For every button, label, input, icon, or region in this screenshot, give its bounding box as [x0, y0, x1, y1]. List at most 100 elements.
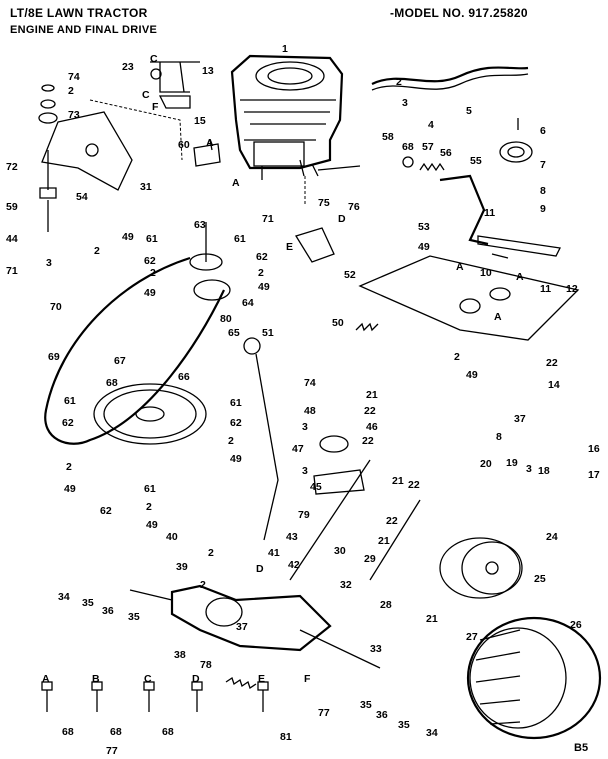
- callout-c2i: 2: [200, 579, 206, 591]
- engine-pulley-63[interactable]: [189, 222, 231, 301]
- idler-pulley-7[interactable]: [499, 118, 533, 163]
- letter-bF: F: [304, 673, 311, 685]
- callout-c35c: 35: [360, 699, 372, 711]
- muffler-chain-5[interactable]: [371, 66, 529, 85]
- callout-c54: 54: [76, 191, 88, 203]
- letter-bB: B: [92, 673, 100, 685]
- rod-43[interactable]: [289, 459, 371, 581]
- callout-c2b: 2: [94, 245, 100, 257]
- callout-c56: 56: [440, 147, 452, 159]
- bracket-52[interactable]: [295, 227, 335, 263]
- spring-56[interactable]: [419, 162, 445, 172]
- plate-hole: [85, 143, 99, 157]
- callout-c71a: 71: [6, 265, 18, 277]
- callout-c62e: 62: [100, 505, 112, 517]
- letter-lF1: F: [152, 101, 159, 113]
- spring-78[interactable]: [225, 676, 257, 690]
- spring-50[interactable]: [355, 322, 379, 332]
- callout-c19: 19: [506, 457, 518, 469]
- callout-c8b: 8: [496, 431, 502, 443]
- bracket-60[interactable]: [193, 139, 221, 167]
- callout-c12: 12: [566, 283, 578, 295]
- rod-knob: [255, 353, 279, 541]
- callout-c68e: 68: [162, 726, 174, 738]
- callout-c45: 45: [310, 481, 322, 493]
- callout-c2c: 2: [150, 267, 156, 279]
- bolt-row[interactable]: [41, 681, 269, 712]
- callout-c49h: 49: [146, 519, 158, 531]
- tire-26[interactable]: [466, 616, 602, 740]
- bolt-75[interactable]: [311, 163, 361, 177]
- spacer-stack[interactable]: [38, 84, 58, 232]
- callout-c28: 28: [380, 599, 392, 611]
- callout-c21c: 21: [378, 535, 390, 547]
- callout-c49d: 49: [418, 241, 430, 253]
- callout-c80: 80: [220, 313, 232, 325]
- callout-c74b: 74: [304, 377, 316, 389]
- callout-c52: 52: [344, 269, 356, 281]
- muffler-chain-5-b: [371, 73, 529, 91]
- shift-rod-55[interactable]: [439, 174, 489, 246]
- callout-c37a: 37: [236, 621, 248, 633]
- letter-bE: E: [258, 673, 265, 685]
- callout-c65: 65: [228, 327, 240, 339]
- callout-c66: 66: [178, 371, 190, 383]
- callout-c39: 39: [176, 561, 188, 573]
- callout-c6: 6: [540, 125, 546, 137]
- plate-hole-12b: [489, 287, 511, 301]
- callout-c41: 41: [268, 547, 280, 559]
- throttle-assembly[interactable]: [150, 61, 200, 109]
- letter-lA2: A: [232, 177, 240, 189]
- callout-c21d: 21: [426, 613, 438, 625]
- callout-c26: 26: [570, 619, 582, 631]
- callout-c22a: 22: [364, 405, 376, 417]
- washer-57[interactable]: [402, 156, 414, 168]
- letter-lA1: A: [206, 137, 214, 149]
- idler-pulley-47[interactable]: [319, 435, 349, 453]
- callout-c2g: 2: [146, 501, 152, 513]
- callout-c63: 63: [194, 219, 206, 231]
- callout-c77b: 77: [106, 745, 118, 757]
- callout-c30: 30: [334, 545, 346, 557]
- callout-c78: 78: [200, 659, 212, 671]
- callout-c81: 81: [280, 731, 292, 743]
- rod-29[interactable]: [369, 499, 421, 581]
- callout-c24: 24: [546, 531, 558, 543]
- callout-c74a: 74: [68, 71, 80, 83]
- callout-c68a: 68: [106, 377, 118, 389]
- callout-c68d: 68: [110, 726, 122, 738]
- wheel-rim-27[interactable]: [439, 537, 523, 599]
- callout-c5: 5: [466, 105, 472, 117]
- callout-c1: 1: [282, 43, 288, 55]
- callout-c15: 15: [194, 115, 206, 127]
- callout-c14: 14: [548, 379, 560, 391]
- engine-part-1[interactable]: [230, 54, 344, 205]
- callout-c71b: 71: [262, 213, 274, 225]
- callout-c42: 42: [288, 559, 300, 571]
- engine-mount-plate-31[interactable]: [41, 111, 133, 191]
- callout-c23: 23: [122, 61, 134, 73]
- bracket-45[interactable]: [313, 469, 365, 495]
- transaxle-pulley-66[interactable]: [93, 383, 207, 445]
- shift-lever-11[interactable]: [477, 235, 561, 259]
- letter-lC2: C: [142, 89, 150, 101]
- drive-belt-69[interactable]: [44, 256, 225, 445]
- knob-51[interactable]: [243, 337, 261, 355]
- callout-c61a: 61: [146, 233, 158, 245]
- callout-c62d: 62: [230, 417, 242, 429]
- letter-lA4: A: [516, 271, 524, 283]
- letter-lD2: D: [256, 563, 264, 575]
- callout-c2f: 2: [66, 461, 72, 473]
- plate-guide: [89, 99, 183, 161]
- callout-c27: 27: [466, 631, 478, 643]
- callout-c68b: 68: [402, 141, 414, 153]
- callout-c67: 67: [114, 355, 126, 367]
- transaxle-38[interactable]: [129, 584, 381, 669]
- callout-c3b: 3: [46, 257, 52, 269]
- plate-12[interactable]: [358, 255, 580, 341]
- corner-code: B5: [574, 742, 589, 754]
- callout-c11a: 11: [484, 207, 495, 219]
- callout-c38: 38: [174, 649, 186, 661]
